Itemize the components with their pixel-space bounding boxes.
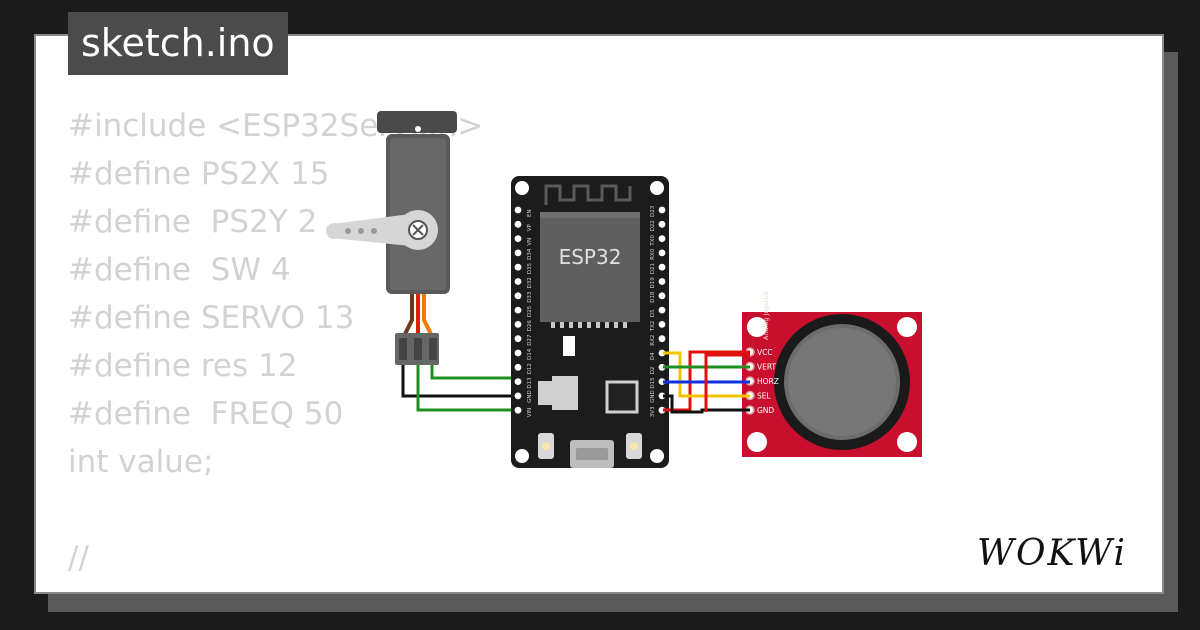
pin-label: VN <box>527 238 533 246</box>
code-line: int value; <box>68 444 214 480</box>
pin-en[interactable] <box>514 206 522 214</box>
pin-label: D13 <box>527 377 533 389</box>
esp32-board[interactable]: ESP32 ENVPVND34D35D32D33D25D26D27D14D12D… <box>511 176 669 468</box>
pin-label: D32 <box>527 277 533 288</box>
servo-horn[interactable] <box>326 210 438 250</box>
servo-motor[interactable] <box>326 111 457 365</box>
pin-label: D19 <box>650 277 656 289</box>
pin-label: D25 <box>527 305 533 317</box>
pin-label: GND <box>650 390 656 403</box>
pin-gnd[interactable] <box>514 392 522 400</box>
pin-label: RX0 <box>650 248 656 260</box>
joystick-pin-label: SEL <box>757 392 771 401</box>
pin-d19[interactable] <box>658 278 666 285</box>
pin-d34[interactable] <box>514 249 522 257</box>
joystick-pin-label: GND <box>757 406 774 415</box>
pin-d27[interactable] <box>514 335 522 343</box>
pin-d33[interactable] <box>514 292 522 300</box>
capacitor <box>563 336 575 356</box>
joystick-pin-label: VCC <box>757 348 773 357</box>
pin-label: TX2 <box>650 321 656 333</box>
analog-joystick[interactable]: Analog Joystick VCC VERT HORZ SEL GND <box>742 290 922 457</box>
regulator <box>538 381 552 405</box>
pin-label: D12 <box>527 363 533 374</box>
joystick-title: Analog Joystick <box>762 290 770 340</box>
code-line: #define FREQ 50 <box>68 396 344 432</box>
pin-gnd[interactable] <box>658 392 666 400</box>
pin-d21[interactable] <box>658 263 666 271</box>
brand-name: WOKWi <box>977 533 1127 574</box>
pin-label: D5 <box>650 309 656 317</box>
pin-d13[interactable] <box>514 378 522 385</box>
pin-d12[interactable] <box>514 363 522 371</box>
pin-rx2[interactable] <box>658 335 666 343</box>
code-line: #define SERVO 13 <box>68 300 355 336</box>
pin-tx0[interactable] <box>658 235 666 243</box>
pin-d5[interactable] <box>658 306 666 314</box>
pin-label: EN <box>527 209 533 217</box>
pin-label: D21 <box>650 263 656 274</box>
pin-label: VIN <box>527 408 533 418</box>
pin-label: RX2 <box>650 335 656 346</box>
pin-d22[interactable] <box>658 220 666 228</box>
pin-d18[interactable] <box>658 292 666 300</box>
pin-vin[interactable] <box>514 406 522 414</box>
pin-label: D26 <box>527 320 533 332</box>
wokwi-logo: WOKWi <box>977 533 1127 574</box>
joystick-pin-label: VERT <box>757 363 777 372</box>
pin-label: D35 <box>527 262 533 274</box>
pin-label: D34 <box>527 248 533 260</box>
code-line: // <box>68 540 89 576</box>
pin-label: D23 <box>650 205 656 217</box>
joystick-pin-label: HORZ <box>757 377 779 386</box>
regulator <box>552 376 578 410</box>
pin-label: D22 <box>650 220 656 231</box>
pin-label: VP <box>527 224 533 232</box>
file-tab[interactable]: sketch.ino <box>68 12 288 75</box>
pin-d23[interactable] <box>658 206 666 214</box>
pin-label: D18 <box>650 291 656 303</box>
pin-label: D4 <box>650 352 656 360</box>
pin-label: GND <box>527 390 533 403</box>
pin-d32[interactable] <box>514 278 522 285</box>
pin-d26[interactable] <box>514 321 522 328</box>
code-line: #define PS2X 15 <box>68 156 330 192</box>
pin-label: D27 <box>527 334 533 346</box>
esp32-label: ESP32 <box>559 245 622 269</box>
pin-vp[interactable] <box>514 220 522 228</box>
pin-d4[interactable] <box>658 349 666 357</box>
code-line: #define SW 4 <box>68 252 291 288</box>
pin-tx2[interactable] <box>658 321 666 328</box>
pin-d35[interactable] <box>514 263 522 271</box>
pin-d14[interactable] <box>514 349 522 357</box>
pin-d25[interactable] <box>514 306 522 314</box>
code-line: #define res 12 <box>68 348 298 384</box>
pin-label: 3V3 <box>650 406 656 417</box>
code-line: #define PS2Y 2 <box>68 204 318 240</box>
pin-label: D33 <box>527 291 533 303</box>
pin-label: TX0 <box>650 234 656 246</box>
pin-label: D2 <box>650 367 656 375</box>
usb-chip <box>605 380 639 414</box>
pin-label: D15 <box>650 377 656 389</box>
code-line: S <box>68 582 483 592</box>
pin-rx0[interactable] <box>658 249 666 257</box>
pin-vn[interactable] <box>514 235 522 243</box>
pin-label: D14 <box>527 348 533 360</box>
